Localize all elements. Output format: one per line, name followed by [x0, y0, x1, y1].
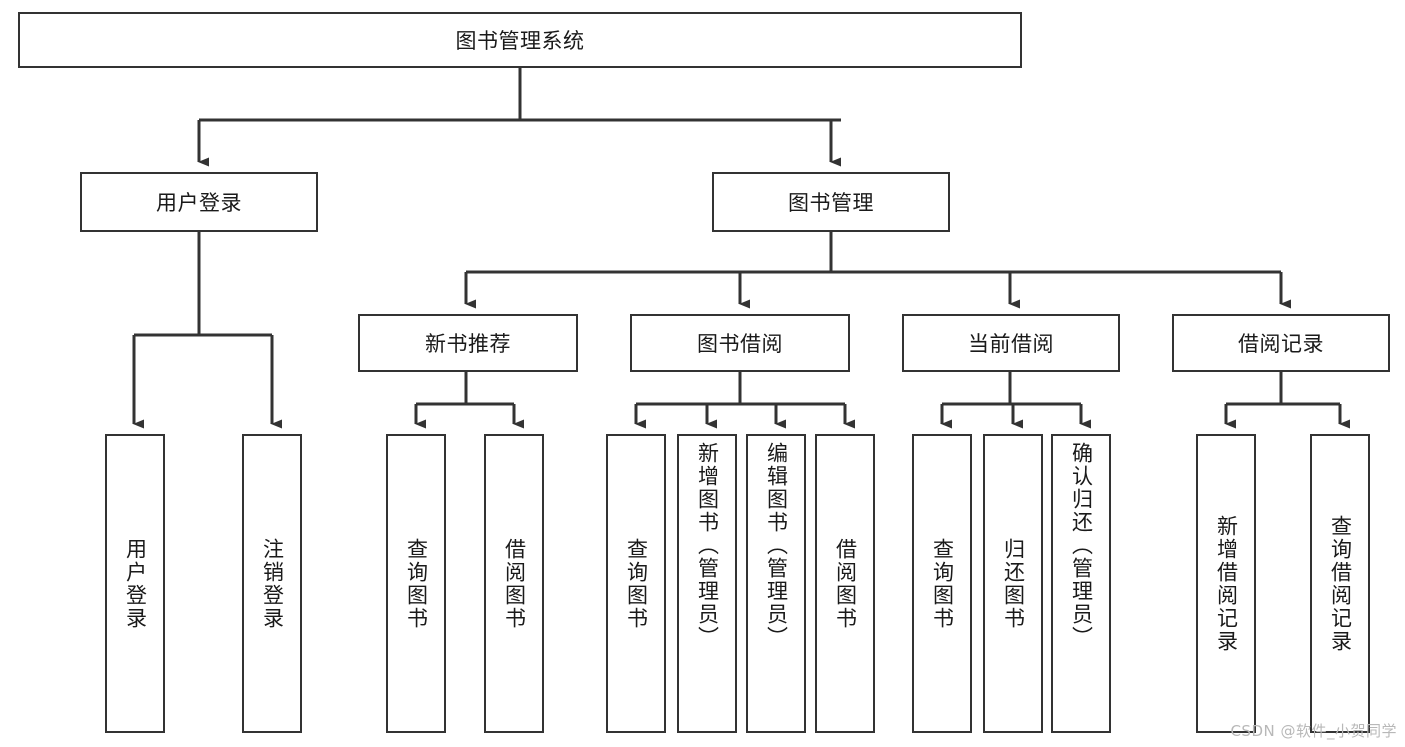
node-leaf-query-book-2[interactable]: 查询图书 — [606, 434, 666, 733]
node-leaf-add-record[interactable]: 新增借阅记录 — [1196, 434, 1256, 733]
node-user-login[interactable]: 用户登录 — [80, 172, 318, 232]
node-leaf-query-book-2-label: 查询图书 — [624, 537, 649, 630]
node-leaf-borrow-book-2[interactable]: 借阅图书 — [815, 434, 875, 733]
node-leaf-logout[interactable]: 注销登录 — [242, 434, 302, 733]
node-leaf-add-record-label: 新增借阅记录 — [1214, 514, 1239, 653]
node-leaf-edit-book-label: 编辑图书（管理员） — [764, 442, 789, 649]
node-leaf-user-login-label: 用户登录 — [123, 537, 148, 630]
node-leaf-borrow-book-2-label: 借阅图书 — [833, 537, 858, 630]
node-leaf-borrow-book-1[interactable]: 借阅图书 — [484, 434, 544, 733]
node-book-borrow-label: 图书借阅 — [697, 332, 783, 356]
node-leaf-user-login[interactable]: 用户登录 — [105, 434, 165, 733]
node-leaf-query-record[interactable]: 查询借阅记录 — [1310, 434, 1370, 733]
node-new-book-rec[interactable]: 新书推荐 — [358, 314, 578, 372]
node-borrow-record[interactable]: 借阅记录 — [1172, 314, 1390, 372]
node-leaf-return-book-label: 归还图书 — [1001, 537, 1026, 630]
node-leaf-add-book-label: 新增图书（管理员） — [695, 442, 720, 649]
node-leaf-edit-book[interactable]: 编辑图书（管理员） — [746, 434, 806, 733]
node-book-manage[interactable]: 图书管理 — [712, 172, 950, 232]
node-leaf-query-book-3[interactable]: 查询图书 — [912, 434, 972, 733]
watermark-text: CSDN @软件_小贺同学 — [1230, 722, 1397, 740]
node-book-manage-label: 图书管理 — [788, 191, 874, 215]
node-leaf-logout-label: 注销登录 — [260, 537, 285, 630]
node-current-borrow-label: 当前借阅 — [968, 332, 1054, 356]
node-borrow-record-label: 借阅记录 — [1238, 332, 1324, 356]
node-leaf-query-book-3-label: 查询图书 — [930, 537, 955, 630]
node-user-login-label: 用户登录 — [156, 191, 242, 215]
node-leaf-add-book[interactable]: 新增图书（管理员） — [677, 434, 737, 733]
node-root[interactable]: 图书管理系统 — [18, 12, 1022, 68]
node-leaf-query-record-label: 查询借阅记录 — [1328, 514, 1353, 653]
node-leaf-confirm-return[interactable]: 确认归还（管理员） — [1051, 434, 1111, 733]
node-leaf-return-book[interactable]: 归还图书 — [983, 434, 1043, 733]
node-book-borrow[interactable]: 图书借阅 — [630, 314, 850, 372]
node-leaf-confirm-return-label: 确认归还（管理员） — [1069, 442, 1094, 649]
node-current-borrow[interactable]: 当前借阅 — [902, 314, 1120, 372]
node-leaf-query-book-1[interactable]: 查询图书 — [386, 434, 446, 733]
node-root-label: 图书管理系统 — [455, 29, 585, 53]
node-leaf-query-book-1-label: 查询图书 — [404, 537, 429, 630]
node-leaf-borrow-book-1-label: 借阅图书 — [502, 537, 527, 630]
node-new-book-rec-label: 新书推荐 — [425, 332, 511, 356]
